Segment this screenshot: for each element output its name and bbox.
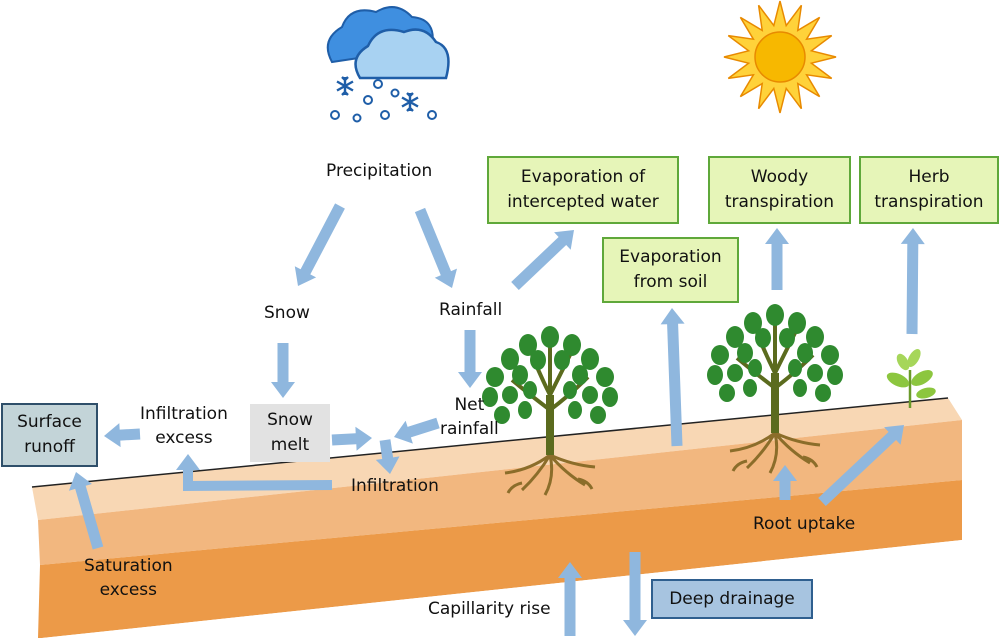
saturation-excess-label: Saturation excess [84, 556, 173, 600]
precipitation-label: Precipitation [326, 161, 433, 181]
infiltration-return-arrow [183, 468, 333, 492]
flow-arrows [68, 203, 925, 636]
net-rainfall-label: Net rainfall [440, 395, 499, 439]
infiltration-excess-label: Infiltration excess [140, 404, 228, 448]
seedling-icon [886, 348, 936, 408]
melt-to-infiltration-arrow [331, 426, 372, 451]
infiltration-down-arrow [375, 439, 400, 474]
net-to-infiltration-arrow [394, 417, 440, 444]
deep-drainage-box: Deep drainage [651, 579, 813, 619]
evaporation-intercepted-box: Evaporation of intercepted water [487, 156, 679, 224]
precip-to-rainfall-arrow [414, 207, 457, 288]
rainfall-to-net-arrow [458, 330, 482, 388]
saturation-to-runoff-arrow [68, 472, 104, 550]
herb-to-herb-box-arrow [900, 228, 925, 335]
infiltration-return-arrowhead [176, 454, 200, 470]
sun-icon [723, 0, 837, 114]
evaporation-soil-box: Evaporation from soil [602, 237, 739, 303]
herb-transpiration-box: Herb transpiration [859, 156, 999, 224]
snow-label: Snow [264, 303, 310, 323]
root-uptake-label: Root uptake [753, 514, 856, 534]
drainage-down-arrow [623, 552, 647, 636]
snow-melt-box: Snow melt [250, 404, 330, 462]
capillarity-up-arrow [558, 562, 582, 636]
surface-runoff-box: Surface runoff [1, 403, 98, 467]
infiltration-label: Infiltration [351, 476, 439, 496]
woody-transpiration-box: Woody transpiration [708, 156, 851, 224]
tree-to-woody-arrow [765, 228, 789, 290]
capillarity-rise-label: Capillarity rise [428, 599, 551, 619]
soil-to-evap-soil-arrow [660, 308, 685, 447]
snow-to-melt-arrow [271, 343, 295, 398]
root-uptake-to-herb-arrow [818, 425, 904, 506]
infiltration-excess-to-runoff-arrow [104, 423, 141, 448]
rainfall-to-evap-intercepted-arrow [511, 230, 574, 290]
rainfall-label: Rainfall [439, 300, 503, 320]
root-uptake-to-tree-arrow [773, 465, 797, 500]
snow-cloud-icon [326, 6, 450, 123]
precip-to-snow-arrow [294, 203, 345, 286]
